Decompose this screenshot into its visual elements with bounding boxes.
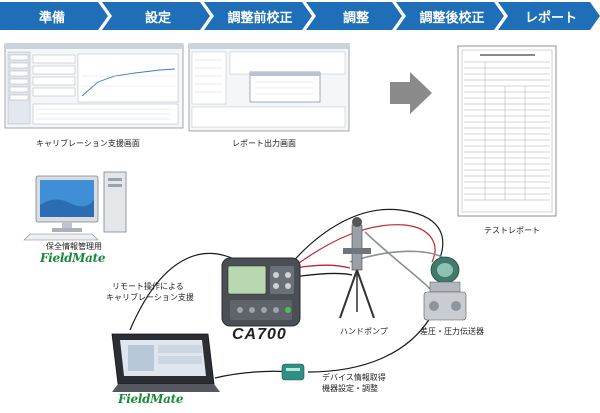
ca700-device [221, 257, 301, 327]
hand-pump-caption: ハンドポンプ [340, 327, 388, 336]
remote-caption-line2: キャリブレーション支援 [106, 293, 194, 302]
fieldmate-logo-pc: FieldMate [40, 251, 106, 265]
step-pre-calibration: 調整前校正 [227, 10, 293, 26]
step-arrow-1 [0, 2, 108, 30]
step-arrow-4 [306, 2, 402, 30]
workflow-steps: 準備 設定 調整前校正 調整 調整後校正 レポート [0, 0, 600, 34]
step-arrow-2 [102, 2, 210, 30]
step-adjust: 調整 [342, 10, 369, 26]
step-post-calibration: 調整後校正 [419, 10, 485, 26]
remote-caption-line1: リモート操作による [112, 282, 184, 291]
report-output-screen-thumbnail [188, 43, 350, 132]
calibration-screen-thumbnail [4, 43, 184, 129]
step-setup: 設定 [144, 10, 171, 26]
step-arrow-3 [204, 2, 312, 30]
tablet-illustration [111, 333, 220, 392]
step-arrow-5 [396, 2, 504, 30]
test-report-paper [457, 45, 557, 217]
step-arrow-6 [498, 2, 600, 30]
usb-modem [281, 363, 305, 381]
test-report-caption: テストレポート [484, 226, 540, 235]
device-caption-line1: デバイス情報取得 [322, 373, 386, 382]
flow-arrow [390, 72, 432, 114]
calibration-screen-caption: キャリブレーション支援画面 [36, 139, 140, 148]
ca700-label: CA700 [232, 326, 287, 343]
device-caption-line2: 機器設定・調整 [322, 384, 378, 393]
maintenance-pc-caption: 保全情報管理用 [46, 242, 102, 251]
transmitter-caption: 差圧・圧力伝送器 [420, 327, 484, 336]
report-output-caption: レポート出力画面 [232, 139, 296, 148]
hand-pump [339, 217, 375, 319]
step-arrows [0, 2, 600, 30]
step-prepare: 準備 [38, 10, 65, 26]
fieldmate-logo-tablet: FieldMate [118, 392, 184, 406]
pressure-transmitter [423, 256, 467, 321]
step-report: レポート [524, 10, 577, 26]
pc-illustration [23, 171, 127, 241]
